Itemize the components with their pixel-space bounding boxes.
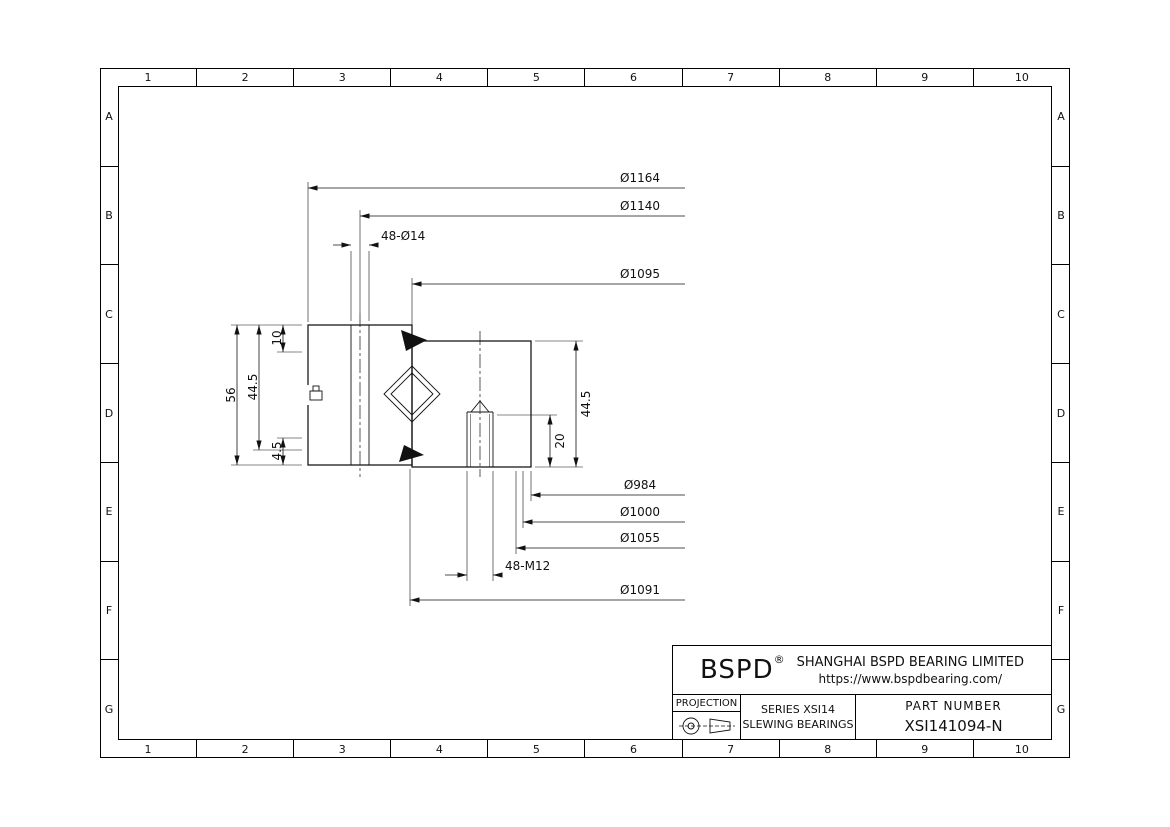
brand-logo: BSPD® bbox=[700, 652, 785, 685]
raceway-groove bbox=[383, 365, 441, 423]
grid-col-label: 6 bbox=[585, 740, 683, 758]
grid-row-label: D bbox=[100, 364, 118, 463]
grid-col-label: 1 bbox=[100, 68, 198, 86]
dim-label-height-44-5-right: 44.5 bbox=[579, 391, 593, 418]
grid-ruler-top: 1 2 3 4 5 6 7 8 9 10 bbox=[100, 68, 1070, 86]
grid-col-label: 5 bbox=[488, 68, 586, 86]
grid-col-label: 1 bbox=[100, 740, 198, 758]
grid-col-label: 7 bbox=[683, 740, 780, 758]
part-number-value: XSI141094-N bbox=[904, 717, 1003, 735]
company-website: https://www.bspdbearing.com/ bbox=[818, 671, 1003, 686]
first-angle-projection-icon bbox=[673, 712, 740, 739]
grid-row-label: A bbox=[1052, 68, 1070, 167]
dim-label-bore: Ø984 bbox=[624, 478, 656, 492]
series-type: SLEWING BEARINGS bbox=[742, 718, 854, 731]
grid-row-label: C bbox=[1052, 265, 1070, 365]
grease-nipple-cap-icon bbox=[312, 385, 320, 392]
grid-row-label: D bbox=[1052, 364, 1070, 463]
grid-col-label: 8 bbox=[780, 68, 877, 86]
dim-label-spigot: Ø1095 bbox=[620, 267, 660, 281]
dim-label-height-56: 56 bbox=[224, 387, 238, 402]
grease-notch bbox=[304, 385, 328, 405]
dim-label-d1091: Ø1091 bbox=[620, 583, 660, 597]
grid-row-label: G bbox=[1056, 702, 1066, 716]
title-block: BSPD® SHANGHAI BSPD BEARING LIMITED http… bbox=[672, 645, 1052, 740]
dim-label-inner-holes: 48-M12 bbox=[505, 559, 550, 573]
brand-name: BSPD bbox=[700, 655, 774, 685]
grid-row-label: F bbox=[100, 562, 118, 661]
grid-ruler-right: A B C D E F G bbox=[1052, 68, 1070, 758]
grid-col-label: 4 bbox=[391, 740, 489, 758]
grid-col-label: 3 bbox=[294, 68, 392, 86]
grid-col-label: 7 bbox=[683, 68, 780, 86]
bearing-cross-section bbox=[304, 313, 532, 477]
title-block-row: PROJECTION SERIES XSI14 SLEWING BEARINGS… bbox=[673, 695, 1051, 739]
company-info: SHANGHAI BSPD BEARING LIMITED https://ww… bbox=[797, 655, 1024, 686]
inner-ring-section bbox=[411, 340, 532, 468]
company-name: SHANGHAI BSPD BEARING LIMITED bbox=[796, 654, 1024, 670]
sheet-outer-border bbox=[100, 68, 1070, 758]
dim-label-bolt-circle: Ø1140 bbox=[620, 199, 660, 213]
extension-lines bbox=[231, 182, 583, 606]
grid-col-label: 9 bbox=[877, 68, 974, 86]
projection-cell: PROJECTION bbox=[673, 695, 741, 739]
series-name: SERIES XSI14 bbox=[760, 703, 835, 716]
series-cell: SERIES XSI14 SLEWING BEARINGS bbox=[741, 695, 856, 739]
company-header: BSPD® SHANGHAI BSPD BEARING LIMITED http… bbox=[673, 646, 1051, 695]
part-number-cell: PART NUMBER XSI141094-N bbox=[856, 695, 1051, 739]
sheet-inner-border bbox=[118, 86, 1052, 740]
dim-label-height-44-5-left: 44.5 bbox=[246, 374, 260, 401]
projection-label: PROJECTION bbox=[673, 695, 740, 712]
dim-label-od: Ø1164 bbox=[620, 171, 660, 185]
grid-col-label: 3 bbox=[294, 740, 392, 758]
grid-col-label: 5 bbox=[488, 740, 586, 758]
grid-row-label: G bbox=[104, 702, 114, 716]
grid-col-label: 2 bbox=[197, 740, 295, 758]
top-seal bbox=[401, 330, 427, 351]
registered-mark-icon: ® bbox=[773, 652, 785, 666]
dim-label-outer-holes: 48-Ø14 bbox=[381, 229, 425, 243]
dimension-labels: Ø1164 Ø1140 48-Ø14 Ø1095 Ø984 Ø1000 Ø105… bbox=[224, 171, 660, 597]
grid-row-label: F bbox=[1052, 562, 1070, 661]
grid-row-label: B bbox=[100, 167, 118, 266]
grid-row-label: B bbox=[1052, 167, 1070, 266]
dim-label-depth-20: 20 bbox=[553, 433, 567, 448]
grid-col-label: 10 bbox=[1014, 70, 1029, 84]
grid-col-label: 9 bbox=[877, 740, 974, 758]
dim-label-d1055: Ø1055 bbox=[620, 531, 660, 545]
grid-col-label: 6 bbox=[585, 68, 683, 86]
grid-col-label: 2 bbox=[197, 68, 295, 86]
grid-col-label: 4 bbox=[391, 68, 489, 86]
bearing-drawing: Ø1164 Ø1140 48-Ø14 Ø1095 Ø984 Ø1000 Ø105… bbox=[224, 171, 685, 606]
grid-col-label: 8 bbox=[780, 740, 877, 758]
grid-ruler-left: A B C D E F G bbox=[100, 68, 118, 758]
grid-row-label: E bbox=[100, 463, 118, 562]
cross-roller bbox=[390, 372, 434, 416]
grid-ruler-bottom: 1 2 3 4 5 6 7 8 9 10 bbox=[100, 740, 1070, 758]
dim-label-step-4-5: 4.5 bbox=[270, 441, 284, 460]
grid-row-label: A bbox=[100, 68, 118, 167]
grid-row-label: E bbox=[1052, 463, 1070, 562]
grid-row-label: C bbox=[100, 265, 118, 365]
grid-col-label: 10 bbox=[1014, 742, 1029, 756]
dim-label-step-10: 10 bbox=[270, 330, 284, 345]
bottom-seal bbox=[399, 445, 424, 462]
dimension-lines bbox=[234, 185, 685, 603]
dim-label-d1000: Ø1000 bbox=[620, 505, 660, 519]
part-number-label: PART NUMBER bbox=[905, 699, 1002, 713]
